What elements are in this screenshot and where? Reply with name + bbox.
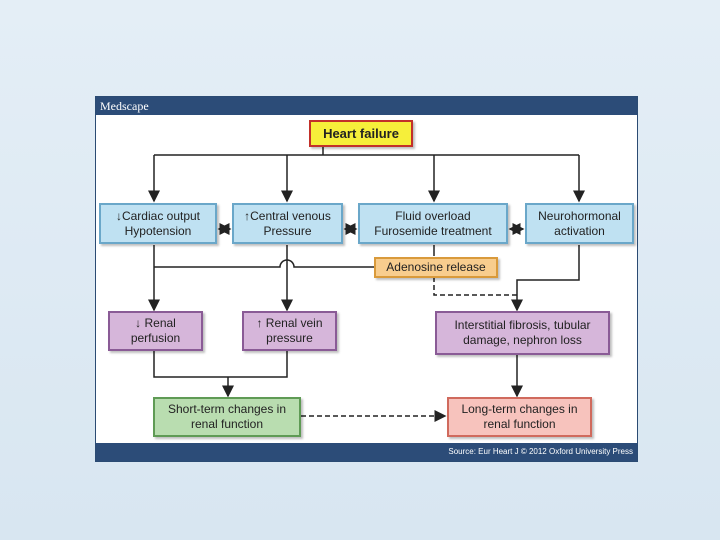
node-cardiac-output: ↓Cardiac output Hypotension: [99, 203, 217, 244]
source-footer: Source: Eur Heart J © 2012 Oxford Univer…: [96, 443, 637, 461]
node-fluid-overload: Fluid overload Furosemide treatment: [358, 203, 508, 244]
node-renal-vein: ↑ Renal vein pressure: [242, 311, 337, 351]
line-perfusion-merge: [153, 351, 288, 378]
node-neurohormonal: Neurohormonal activation: [525, 203, 634, 244]
node-interstitial-fibrosis: Interstitial fibrosis, tubular damage, n…: [435, 311, 610, 355]
node-short-term: Short-term changes in renal function: [153, 397, 301, 437]
node-long-term: Long-term changes in renal function: [447, 397, 592, 437]
connector-lines: [148, 146, 585, 422]
node-heart-failure: Heart failure: [309, 120, 413, 147]
flow-diagram: Heart failure ↓Cardiac output Hypotensio…: [96, 115, 637, 441]
slide-frame: Medscape: [95, 96, 638, 462]
arrow-neuro-to-interstitial: [511, 245, 580, 312]
node-adenosine-release: Adenosine release: [374, 257, 498, 278]
node-renal-perfusion: ↓ Renal perfusion: [108, 311, 203, 351]
line-cardiac-to-adenosine: [154, 259, 376, 268]
medscape-header: Medscape: [96, 97, 637, 115]
node-central-venous: ↑Central venous Pressure: [232, 203, 343, 244]
brand-logo: Medscape: [100, 99, 149, 113]
source-text: Source: Eur Heart J © 2012 Oxford Univer…: [448, 447, 633, 456]
dashed-adenosine-to-interstitial: [433, 277, 517, 296]
